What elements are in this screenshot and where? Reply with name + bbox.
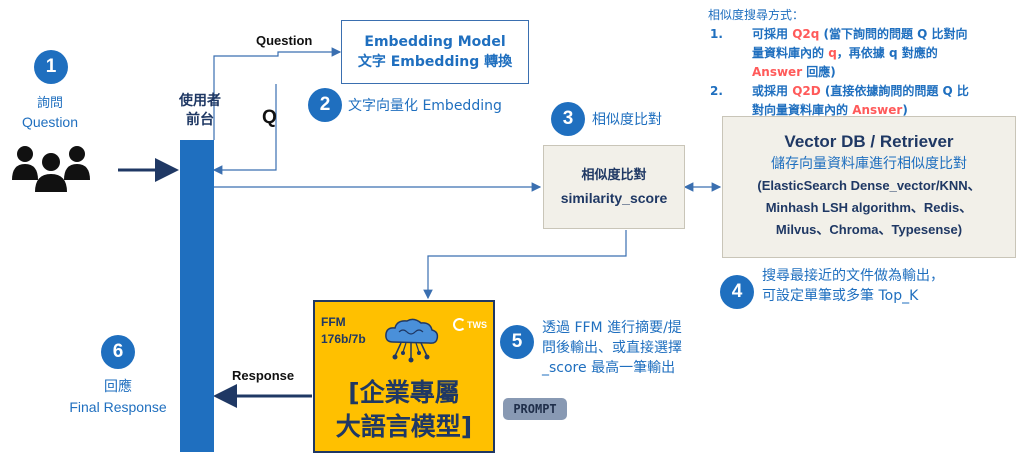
note-text: ，再依據 q 對應的 — [836, 46, 938, 60]
step-6-label-line: 回應 — [104, 379, 132, 395]
search-method-line: 量資料庫內的 q，再依據 q 對應的 — [752, 44, 968, 63]
tws-logo: TWS — [453, 318, 487, 331]
step-5-badge: 5 — [500, 325, 534, 359]
step-1-label: 詢問 Question — [10, 94, 90, 132]
ai-cloud-icon — [385, 318, 439, 363]
search-methods-note: 相似度搜尋方式： 1.可採用 Q2q (當下詢問的問題 Q 比對向量資料庫內的 … — [708, 6, 1024, 120]
search-method-number: 2. — [710, 84, 723, 98]
search-method-body: 可採用 Q2q (當下詢問的問題 Q 比對向量資料庫內的 q，再依據 q 對應的… — [752, 25, 968, 82]
highlight-term: Answer — [852, 103, 903, 117]
vector-db-box: Vector DB / Retriever 儲存向量資料庫進行相似度比對 (El… — [722, 116, 1016, 258]
q-return-arrow — [212, 84, 277, 175]
step-5-label-line: _score 最高一筆輸出 — [542, 360, 676, 376]
step-4-badge: 4 — [720, 275, 754, 309]
vector-db-engines: (ElasticSearch Dense_vector/KNN、 Minhash… — [723, 175, 1015, 241]
frontend-label: 使用者 前台 — [160, 92, 240, 130]
note-text: 量資料庫內的 — [752, 46, 829, 60]
frontend-label-line: 使用者 — [179, 93, 221, 109]
step-5-label: 透過 FFM 進行摘要/提 問後輸出、或直接選擇 _score 最高一筆輸出 — [542, 318, 682, 378]
note-text: (直接依據詢問的問題 Q 比 — [820, 84, 969, 98]
embedding-box-subtitle: 文字 Embedding 轉換 — [357, 54, 513, 70]
vector-db-engine-line: (ElasticSearch Dense_vector/KNN、 — [757, 178, 981, 193]
note-text: ) — [902, 103, 908, 117]
similarity-to-ffm-arrow — [423, 230, 627, 300]
note-text: 對向量資料庫內的 — [752, 103, 853, 117]
highlight-term: q — [828, 46, 837, 60]
question-arrow-label: Question — [256, 33, 313, 48]
step-5-label-line: 問後輸出、或直接選擇 — [542, 340, 682, 356]
note-text: 回應) — [802, 65, 836, 79]
similarity-score-box: 相似度比對 similarity_score — [543, 145, 685, 229]
frontend-bar — [180, 140, 214, 452]
search-method-line: Answer 回應) — [752, 63, 968, 82]
highlight-term: Q2q — [792, 27, 820, 41]
note-text: 或採用 — [752, 84, 793, 98]
step-6-badge: 6 — [101, 335, 135, 369]
search-methods-title: 相似度搜尋方式： — [708, 8, 805, 22]
users-icon — [12, 146, 90, 192]
search-method-body: 或採用 Q2D (直接依據詢問的問題 Q 比對向量資料庫內的 Answer) — [752, 82, 969, 120]
step-4-label-line: 搜尋最接近的文件做為輸出， — [762, 268, 944, 284]
frontend-label-line: 前台 — [186, 112, 214, 128]
note-text: (當下詢問的問題 Q 比對向 — [819, 27, 968, 41]
embedding-model-box: Embedding Model 文字 Embedding 轉換 — [341, 20, 529, 84]
highlight-term: Answer — [752, 65, 803, 79]
ffm-tag: FFM 176b/7b — [321, 314, 366, 348]
vector-db-title: Vector DB / Retriever — [784, 132, 954, 151]
step-2-label: 文字向量化 Embedding — [348, 98, 502, 114]
ffm-title: [企業專屬 大語言模型] — [315, 376, 493, 444]
search-method-item: 2.或採用 Q2D (直接依據詢問的問題 Q 比對向量資料庫內的 Answer) — [708, 82, 1024, 120]
question-arrow — [213, 47, 342, 140]
highlight-term: Q2D — [792, 84, 821, 98]
step-3-badge: 3 — [551, 102, 585, 136]
search-methods-list: 1.可採用 Q2q (當下詢問的問題 Q 比對向量資料庫內的 q，再依據 q 對… — [708, 25, 1024, 120]
step-1-badge: 1 — [34, 50, 68, 84]
prompt-badge: PROMPT — [503, 398, 567, 420]
ffm-tag-name: FFM — [321, 315, 346, 329]
step-4-label: 搜尋最接近的文件做為輸出， 可設定單筆或多筆 Top_K — [762, 266, 944, 306]
search-method-number: 1. — [710, 27, 723, 41]
search-method-item: 1.可採用 Q2q (當下詢問的問題 Q 比對向量資料庫內的 q，再依據 q 對… — [708, 25, 1024, 82]
step-5-label-line: 透過 FFM 進行摘要/提 — [542, 320, 682, 336]
search-method-line: 或採用 Q2D (直接依據詢問的問題 Q 比 — [752, 82, 969, 101]
q-arrow-label: Q — [262, 107, 277, 128]
step-6-label-line: Final Response — [69, 399, 167, 415]
ffm-llm-box: FFM 176b/7b TWS [企業專屬 大語言模型] — [313, 300, 495, 453]
step-6-label: 回應 Final Response — [58, 377, 178, 417]
step-3-label: 相似度比對 — [592, 112, 662, 128]
step-1-label-line: 詢問 — [36, 96, 63, 111]
vector-db-engine-line: Minhash LSH algorithm、Redis、 — [765, 200, 973, 215]
step-4-label-line: 可設定單筆或多筆 Top_K — [762, 288, 919, 304]
search-method-line: 可採用 Q2q (當下詢問的問題 Q 比對向 — [752, 25, 968, 44]
ffm-title-line: [企業專屬 — [348, 378, 460, 407]
similarity-box-subtitle: similarity_score — [560, 190, 668, 206]
similarity-box-title: 相似度比對 — [581, 168, 647, 183]
vector-db-subtitle: 儲存向量資料庫進行相似度比對 — [771, 156, 967, 172]
ffm-title-line: 大語言模型] — [335, 412, 473, 441]
note-text: 可採用 — [752, 27, 793, 41]
embedding-box-title: Embedding Model — [364, 34, 506, 50]
vector-db-engine-line: Milvus、Chroma、Typesense) — [775, 222, 963, 237]
response-arrow-label: Response — [232, 368, 295, 383]
tws-logo-text: TWS — [467, 319, 487, 330]
step-2-badge: 2 — [308, 88, 342, 122]
ffm-tag-size: 176b/7b — [321, 332, 366, 346]
step-1-label-line: Question — [21, 114, 79, 130]
search-method-line: 對向量資料庫內的 Answer) — [752, 101, 969, 120]
tws-logo-mark — [453, 318, 466, 331]
